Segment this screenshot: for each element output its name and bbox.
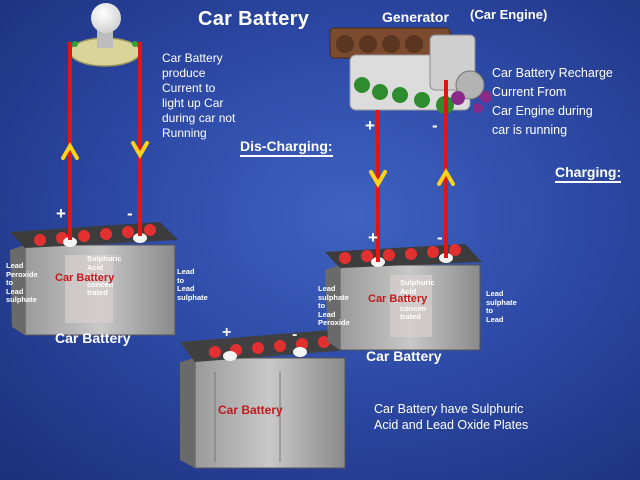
engine-label: (Car Engine) [470, 7, 548, 22]
left-battery-caption: Car Battery [55, 330, 131, 346]
battery-bottom [180, 330, 350, 469]
left-battery-case-label: Car Battery [55, 272, 115, 284]
bottom-battery-case-label: Car Battery [218, 403, 283, 417]
generator-label: Generator [382, 9, 449, 25]
right-battery-case-label: Car Battery [368, 293, 428, 305]
battery-left [10, 222, 178, 336]
bottom-plus-sign: + [222, 324, 232, 341]
discharging-label: Dis-Charging: [240, 138, 333, 157]
recharge-note: Car Battery Recharge Current From Car En… [492, 66, 613, 137]
charging-label: Charging: [555, 164, 622, 183]
engine-icon [329, 27, 492, 114]
page-title: Car Battery [198, 8, 310, 30]
engine-plus-sign: + [365, 116, 375, 135]
discharge-note: Car Battery produce Current to light up … [162, 51, 236, 140]
right-plus-sign: + [368, 228, 378, 247]
arrow-down-icon [131, 141, 387, 188]
bottom-note: Car Battery have Sulphuric Acid and Lead… [374, 402, 529, 432]
battery-right [325, 244, 482, 351]
bottom-minus-sign: - [292, 326, 298, 343]
left-plus-sign: + [56, 204, 66, 223]
right-minus-sign: - [437, 228, 443, 247]
right-battery-caption: Car Battery [366, 348, 442, 364]
light-bulb-icon [69, 3, 141, 67]
left-minus-sign: - [127, 204, 133, 223]
engine-minus-sign: - [432, 116, 438, 135]
arrow-up-icon [61, 142, 455, 186]
